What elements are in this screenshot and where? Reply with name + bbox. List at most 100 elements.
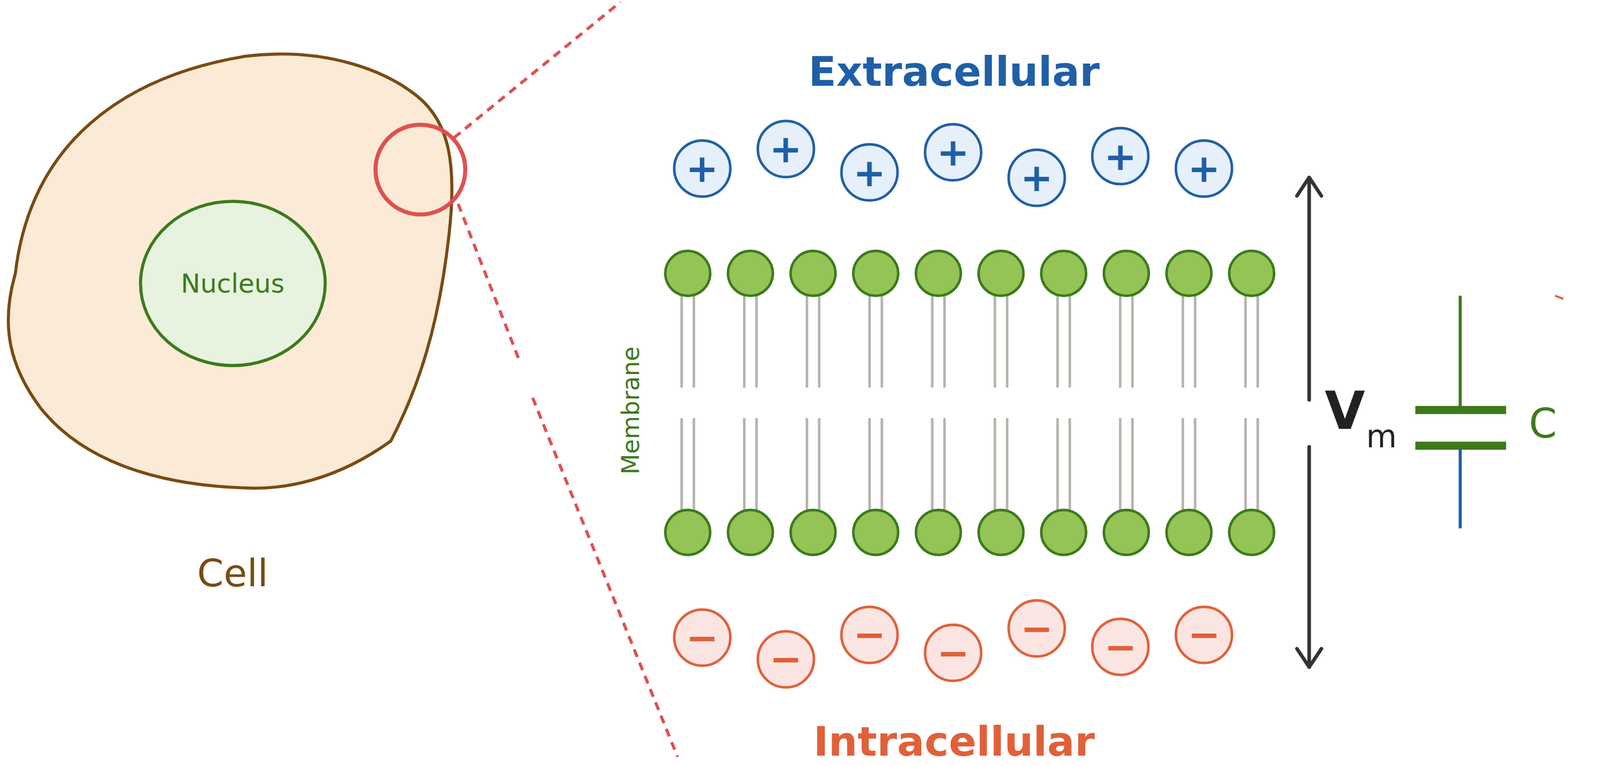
lipid-tail [1181,295,1185,388]
lipid-tail [680,295,683,388]
anion [673,609,730,666]
ion-sign: + [769,129,802,169]
ion-sign: + [685,148,719,188]
voltage-arrow [1307,446,1312,668]
lipid-tail [1118,295,1122,388]
lipid-head [915,509,961,555]
ion-circle: + [839,142,900,202]
ion-circle: − [672,608,732,668]
ion-sign: + [936,132,970,172]
lipid-tail [1006,418,1009,510]
ion-circle: − [839,605,900,665]
anion [1175,606,1232,663]
lipid-head [790,509,836,555]
ion-circle: + [1174,138,1234,199]
lipid-tail [1068,295,1072,388]
ion-circle: + [672,138,732,199]
lipid-tail [755,418,758,510]
lipid-tail [817,295,821,388]
cell-outline: CellNucleus [0,46,468,618]
ion-circle: + [923,122,983,182]
ion-sign: − [1187,615,1221,655]
lipid-head [1103,250,1149,296]
lipid-head [978,250,1024,296]
lipid-head [1166,509,1212,555]
lipid-tail [993,418,997,510]
lipid-tail [743,418,746,510]
cation [1008,149,1065,206]
ion-circle: − [1007,598,1067,659]
voltage-arrow [1307,177,1312,401]
anion [925,624,982,681]
cation [673,140,730,196]
lipid-head [853,509,899,555]
zoom-circle [375,124,466,214]
ion-circle: + [756,119,816,179]
lipid-tail [1056,295,1060,388]
lipid-head [1229,250,1275,296]
lipid-tail [993,295,997,388]
lipid-tail [931,295,934,388]
lipid-head [1041,509,1087,555]
lipid-tail [755,295,758,388]
lipid-head [1229,509,1275,555]
lipid-head [1166,250,1212,296]
lipid-tail [680,418,683,510]
region-label: Intracellular [813,721,1095,763]
cation [757,121,814,177]
capacitor-label: C [1528,403,1558,444]
lipid-tail [1056,418,1060,510]
lipid-tail [868,418,871,510]
ion-sign: − [1020,609,1053,649]
ion-circle: + [1090,126,1150,186]
anion [1008,600,1065,657]
lipid-head [665,250,711,296]
lipid-tail [692,418,696,510]
lipid-tail [1118,418,1122,510]
lipid-head [915,250,961,296]
ion-sign: − [936,633,970,673]
lipid-tail [1244,418,1248,510]
ion-sign: − [1103,627,1137,667]
lipid-head [978,509,1024,555]
capacitor-lead [1458,295,1463,410]
capacitor-plate [1415,441,1507,451]
ion-circle: − [1174,605,1234,665]
lipid-tail [943,418,946,510]
ion-sign: + [852,153,886,193]
ion-circle: − [1090,617,1150,677]
cation [925,123,982,180]
lipid-tail [1068,418,1072,510]
arrow-head [1297,648,1322,668]
ion-circle: + [1007,148,1067,208]
ion-sign: + [1020,157,1053,198]
zoom-line [532,397,678,757]
nucleus-label: Nucleus [180,270,285,297]
lipid-tail [1006,295,1009,388]
lipid-tail [692,295,696,388]
nucleus: Nucleus [138,199,327,368]
lipid-tail [1130,418,1134,510]
anion [757,630,814,687]
mark [1554,295,1564,300]
ion-sign: + [1103,136,1137,176]
capacitor-lead [1458,448,1463,529]
cation [1092,128,1149,185]
lipid-head [790,250,836,296]
lipid-tail [1244,295,1248,388]
anion [841,606,898,663]
membrane-label: Membrane [618,346,643,475]
lipid-head [853,250,899,296]
lipid-tail [817,418,821,510]
capacitor-symbol [1415,295,1507,529]
zoom-line [458,204,521,364]
voltage-symbol: V [1324,384,1365,438]
ion-sign: − [852,615,886,655]
lipid-tail [1256,295,1260,388]
cation [841,144,898,201]
lipid-tail [1193,418,1197,510]
ion-sign: − [685,618,719,658]
lipid-head [1103,509,1149,555]
lipid-tail [743,295,746,388]
lipid-tail [868,295,871,388]
